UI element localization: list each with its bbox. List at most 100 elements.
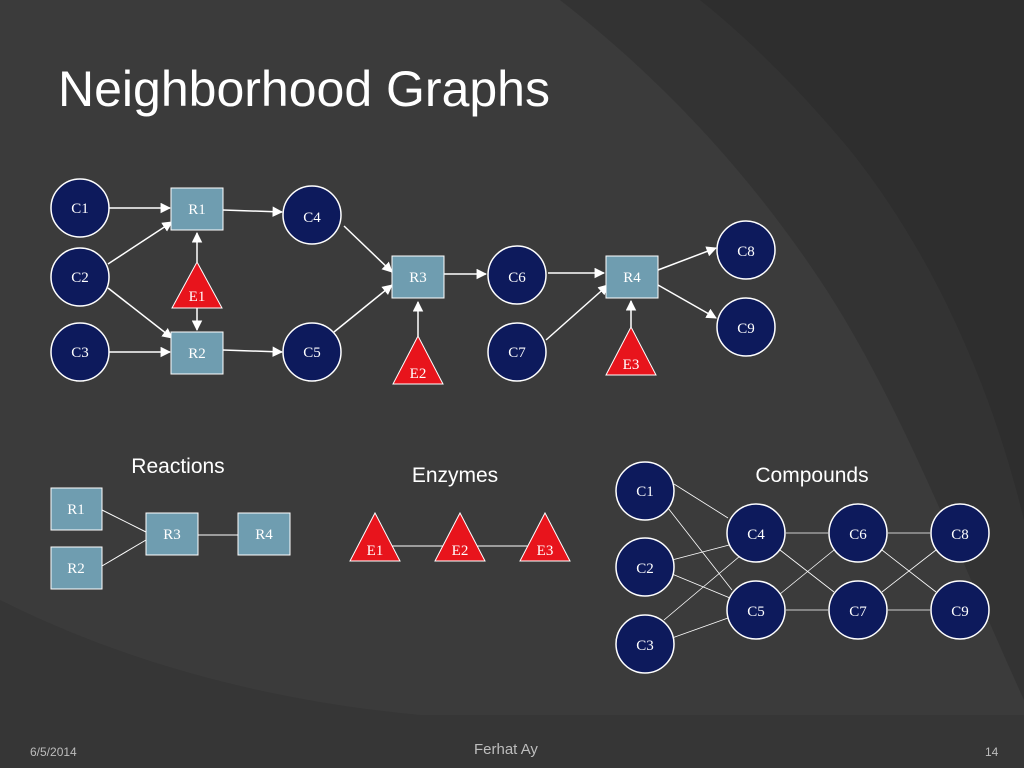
svg-text:C2: C2 (71, 270, 89, 286)
compound-node-c6: C6 (487, 245, 547, 305)
main-graph-reactions: R1 R2 R3 R4 (170, 187, 659, 375)
edge-c1-c4 (673, 483, 729, 519)
compounds-graph-edges (663, 483, 937, 639)
main-graph-compounds: C1 C2 C3 C4 C5 C6 (50, 178, 776, 382)
compound-node-c2: C2 (50, 247, 110, 307)
compound-graph-node-c1: C1 (615, 461, 675, 521)
reaction-node-r2: R2 (170, 331, 224, 375)
svg-text:C8: C8 (737, 244, 755, 260)
enzyme-node-e3: E3 (605, 325, 657, 376)
edge-c7-r4 (545, 284, 609, 341)
svg-text:R4: R4 (255, 527, 273, 543)
svg-text:E3: E3 (537, 543, 554, 559)
edge-c2-r2 (107, 287, 173, 339)
svg-text:C4: C4 (747, 527, 765, 543)
svg-text:C7: C7 (849, 604, 867, 620)
edge-r2-r3 (101, 539, 147, 567)
svg-text:C3: C3 (636, 638, 654, 654)
compound-node-c5: C5 (282, 322, 342, 382)
reactions-graph-nodes: R1 R2 R3 R4 (50, 487, 291, 590)
compound-node-c8: C8 (716, 220, 776, 280)
compound-node-c9: C9 (716, 297, 776, 357)
svg-text:E2: E2 (410, 366, 427, 382)
reaction-node-r3: R3 (391, 255, 445, 299)
edge-c5-c6 (779, 549, 835, 595)
edge-c4-r3 (343, 225, 393, 273)
compound-node-c7: C7 (487, 322, 547, 382)
edge-r4-c9 (657, 284, 717, 319)
compound-graph-node-c7: C7 (828, 580, 888, 640)
svg-text:C7: C7 (508, 345, 526, 361)
svg-text:C2: C2 (636, 561, 654, 577)
edge-r4-c8 (657, 246, 717, 271)
svg-text:C9: C9 (737, 321, 755, 337)
edge-c3-c4 (663, 555, 741, 621)
compounds-graph-label: Compounds (755, 464, 868, 487)
edge-c5-r3 (333, 284, 393, 333)
edge-r1-c4 (222, 206, 284, 217)
svg-text:C1: C1 (71, 201, 89, 217)
enzyme-graph-node-e1: E1 (349, 511, 401, 562)
svg-text:R3: R3 (163, 527, 181, 543)
reaction-graph-node-r3: R3 (145, 512, 199, 556)
svg-text:E2: E2 (452, 543, 469, 559)
compound-graph-node-c2: C2 (615, 537, 675, 597)
compound-graph-node-c8: C8 (930, 503, 990, 563)
compound-graph-node-c4: C4 (726, 503, 786, 563)
compound-graph-node-c6: C6 (828, 503, 888, 563)
enzymes-graph-nodes: E1 E2 E3 (349, 511, 571, 562)
edge-c3-c5 (671, 617, 729, 639)
svg-text:C1: C1 (636, 484, 654, 500)
edge-c4-c7 (779, 549, 835, 593)
edge-r2-c5 (222, 346, 284, 357)
svg-text:C4: C4 (303, 210, 321, 226)
enzyme-node-e1: E1 (171, 260, 223, 309)
svg-text:C3: C3 (71, 345, 89, 361)
svg-text:C8: C8 (951, 527, 969, 543)
compound-node-c4: C4 (282, 185, 342, 245)
svg-text:R4: R4 (623, 270, 641, 286)
svg-text:C5: C5 (747, 604, 765, 620)
edge-c2-r1 (107, 221, 173, 265)
svg-text:R1: R1 (188, 202, 206, 218)
compound-graph-node-c9: C9 (930, 580, 990, 640)
footer-author: Ferhat Ay (474, 741, 538, 758)
svg-text:C5: C5 (303, 345, 321, 361)
reaction-graph-node-r1: R1 (50, 487, 103, 531)
edge-c1-c5 (667, 507, 733, 591)
svg-text:E3: E3 (623, 357, 640, 373)
edge-c2-c4 (671, 543, 734, 561)
edge-r1-r3 (101, 509, 147, 533)
enzyme-graph-node-e3: E3 (519, 511, 571, 562)
reaction-graph-node-r2: R2 (50, 546, 103, 590)
compound-graph-node-c3: C3 (615, 614, 675, 674)
enzyme-graph-node-e2: E2 (434, 511, 486, 562)
footer-date: 6/5/2014 (30, 745, 77, 759)
reactions-graph-edges (101, 509, 238, 567)
compound-node-c1: C1 (50, 178, 110, 238)
compounds-graph-nodes: C1 C2 C3 C4 C5 C6 (615, 461, 990, 674)
enzyme-node-e2: E2 (392, 334, 444, 385)
edge-c2-c5 (671, 573, 731, 599)
svg-text:E1: E1 (367, 543, 384, 559)
reaction-node-r4: R4 (605, 255, 659, 299)
page-title: Neighborhood Graphs (58, 61, 550, 117)
reactions-graph-label: Reactions (131, 455, 224, 478)
svg-text:C6: C6 (849, 527, 867, 543)
footer-page-number: 14 (985, 745, 999, 759)
reaction-node-r1: R1 (170, 187, 224, 231)
compound-graph-node-c5: C5 (726, 580, 786, 640)
svg-text:C6: C6 (508, 270, 526, 286)
svg-text:R2: R2 (67, 561, 85, 577)
main-graph-edges (107, 202, 717, 358)
svg-text:C9: C9 (951, 604, 969, 620)
svg-text:R1: R1 (67, 502, 85, 518)
svg-text:E1: E1 (189, 289, 206, 305)
svg-text:R3: R3 (409, 270, 427, 286)
svg-text:R2: R2 (188, 346, 206, 362)
enzymes-graph-label: Enzymes (412, 464, 498, 487)
compound-node-c3: C3 (50, 322, 110, 382)
edge-c7-c8 (881, 549, 937, 593)
